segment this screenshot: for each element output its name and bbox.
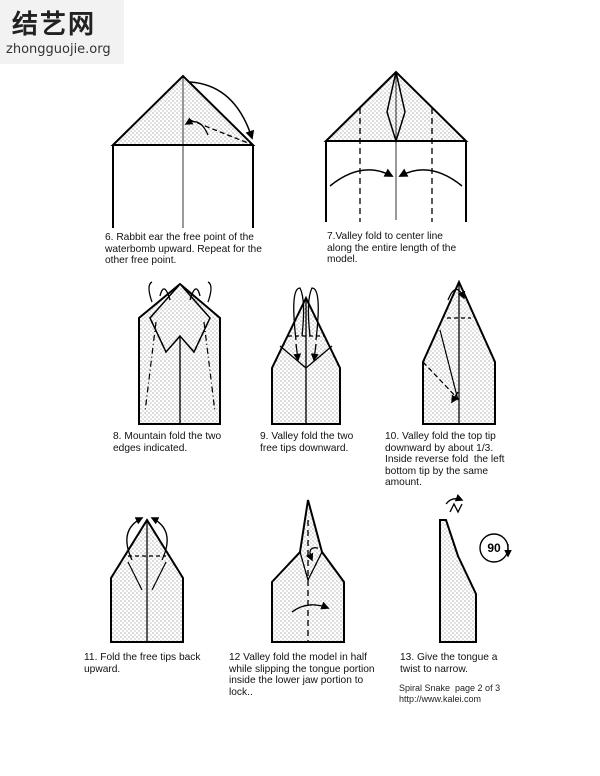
site-logo: 结艺网 zhongguojie.org — [0, 0, 124, 64]
step-6-caption: 6. Rabbit ear the free point of the wate… — [105, 232, 262, 267]
step-12-diagram — [271, 499, 345, 643]
step-13-caption: 13. Give the tongue a twist to narrow. — [400, 652, 498, 675]
step-9-diagram — [271, 287, 341, 425]
step-12-caption: 12 Valley fold the model in half while s… — [229, 652, 375, 698]
step-7-caption: 7.Valley fold to center line along the e… — [327, 231, 457, 266]
step-6-diagram — [110, 74, 256, 228]
logo-chinese-text: 结艺网 — [12, 10, 97, 40]
step-8-caption: 8. Mountain fold the two edges indicated… — [113, 431, 222, 454]
step-9-caption: 9. Valley fold the two free tips downwar… — [260, 431, 354, 454]
step-7-diagram — [323, 70, 469, 222]
step-11-diagram — [110, 517, 184, 643]
footer-url-link[interactable]: http://www.kalei.com — [399, 693, 482, 704]
step-10-caption: 10. Valley fold the top tip downward by … — [385, 431, 505, 489]
page-label: Spiral Snake page 2 of 3 — [399, 683, 501, 693]
step-8-diagram — [138, 281, 221, 425]
page-footer: Spiral Snake page 2 of 3 http://www.kale… — [399, 683, 500, 704]
step-11-caption: 11. Fold the free tips back upward. — [84, 652, 201, 675]
logo-url-text: zhongguojie.org — [6, 42, 111, 57]
step-13-diagram — [439, 494, 512, 643]
step-10-diagram — [422, 279, 496, 425]
rotation-degrees-label: 90 — [487, 541, 501, 555]
